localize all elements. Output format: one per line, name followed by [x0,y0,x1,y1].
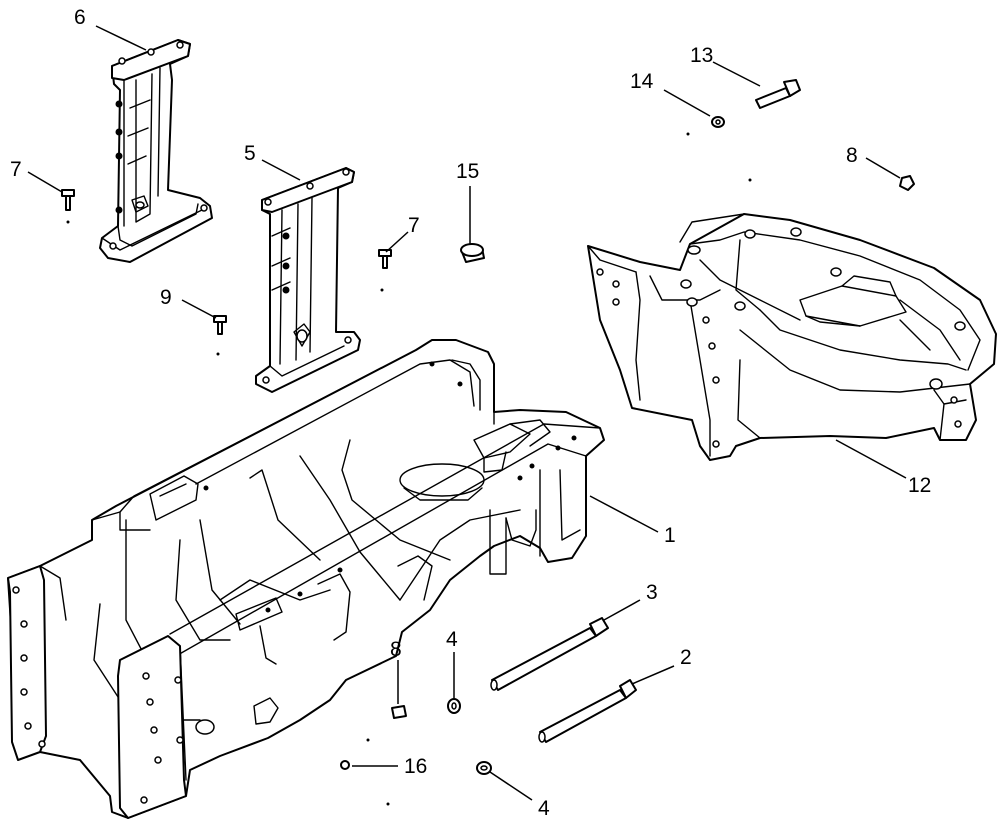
bolt-13 [755,79,801,109]
washer-4-upper [447,698,461,714]
leader-lines [27,25,907,801]
washer-14 [711,116,725,128]
callout-14: 14 [630,70,654,93]
support-bracket-6 [99,39,213,263]
bolt-9 [213,315,227,335]
callout-12: 12 [908,474,931,497]
washer-4-lower [476,761,492,775]
callout-9: 9 [160,286,172,309]
callout-4-upper: 4 [446,628,458,651]
callout-16: 16 [404,755,427,778]
callout-labels: 1 2 3 4 4 5 6 7 7 8 8 9 12 13 14 15 16 [10,6,931,820]
pin-16 [340,760,350,770]
callout-7-left: 7 [10,158,22,181]
nut-8-bottom [391,705,407,719]
callout-5: 5 [244,142,256,165]
long-bolt-3 [490,617,609,691]
callout-8-bottom: 8 [390,638,402,661]
long-bolt-2 [538,679,637,743]
support-bracket-5 [255,167,361,393]
callout-8-top: 8 [846,144,858,167]
nut-8-top [899,175,915,191]
stray-dots [66,132,752,806]
callout-7-center: 7 [408,214,420,237]
callout-2: 2 [680,646,692,669]
bolt-7-left [61,189,75,211]
callout-6: 6 [74,6,86,29]
callout-1: 1 [664,524,676,547]
callout-13: 13 [690,44,713,67]
callout-3: 3 [646,581,658,604]
plug-15 [460,243,485,263]
callout-4-lower: 4 [538,797,550,820]
callout-15: 15 [456,160,479,183]
bolt-7-center [378,249,392,269]
main-frame-1 [7,339,605,819]
rear-housing-12 [587,213,997,461]
